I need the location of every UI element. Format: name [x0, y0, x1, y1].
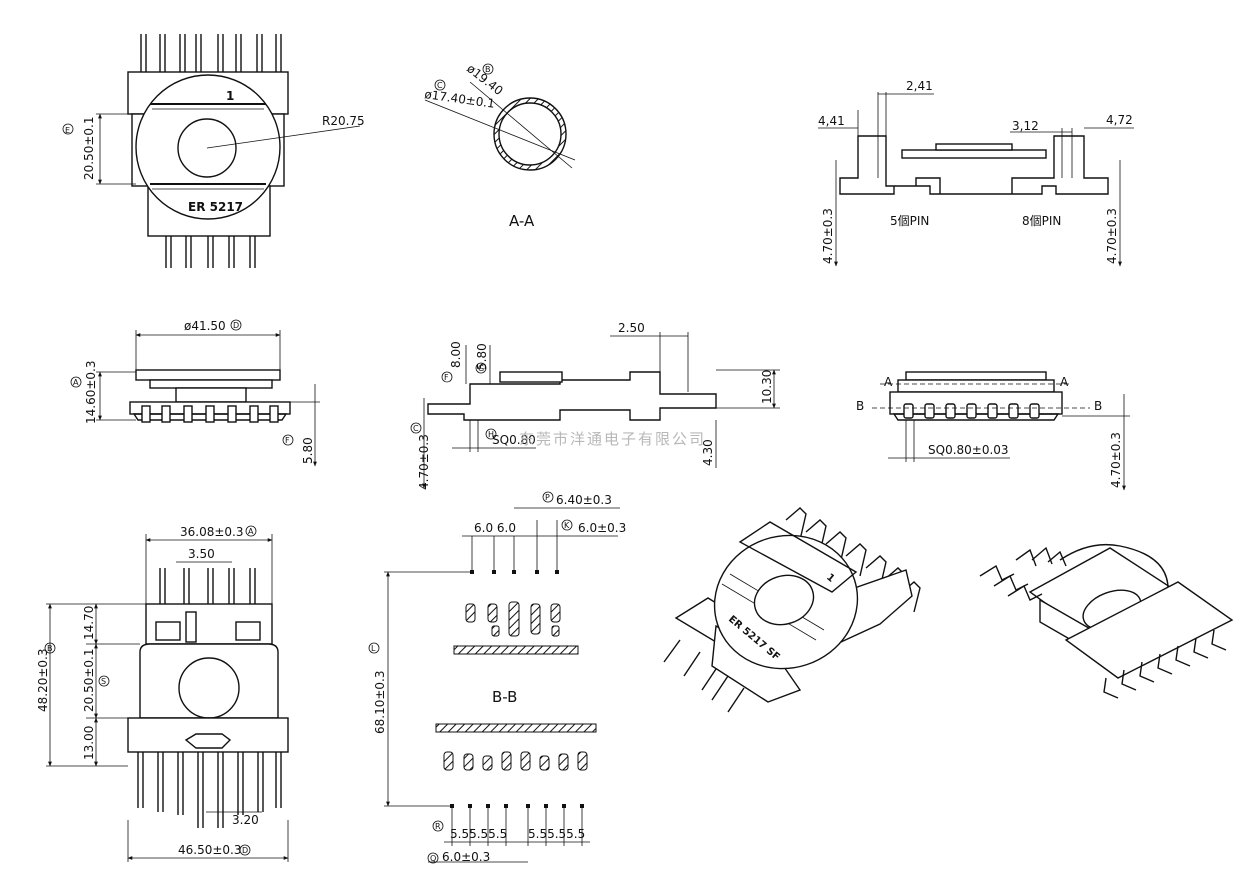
- bobbin-flange: [135, 74, 281, 220]
- top-front-view: 1 ER 5217 R20.75 20.50±0.1 E: [62, 34, 365, 268]
- pin-one-mark: 1: [226, 89, 234, 103]
- ref-bottom: Q: [430, 854, 436, 863]
- ref-bottom-pitch: R: [435, 822, 441, 831]
- iso-view-back: [979, 543, 1234, 699]
- left-pins: 5個PIN: [890, 214, 929, 228]
- inner-dia: ø17.40±0.1: [424, 87, 496, 111]
- ref-top: A: [248, 527, 254, 536]
- pin-sq: SQ0.80±0.03: [928, 443, 1009, 457]
- label-a-left: A: [884, 375, 893, 389]
- iso2-pins: [979, 546, 1227, 699]
- bl-top-pins: [159, 568, 256, 604]
- label-a-right: A: [1060, 375, 1069, 389]
- inner-width: 3.50: [188, 547, 215, 561]
- ref-inner: C: [437, 81, 443, 90]
- ref-mark: E: [65, 126, 70, 135]
- top-side-view: 4,41 2,41 3,12 4,72 4.70±0.3 4.70±0.3 5個…: [818, 79, 1134, 267]
- ref-a: F: [444, 373, 449, 382]
- bottom-offset: 3.20: [232, 813, 259, 827]
- bb-top-dots: [470, 570, 559, 574]
- section-bb-title: B-B: [492, 688, 517, 706]
- bb-total-height: 68.10±0.3: [373, 671, 387, 735]
- ref-middle: S: [101, 677, 106, 686]
- dim-top-right: 6.0±0.3: [578, 521, 626, 535]
- bottom-pins: [165, 236, 256, 268]
- label-b-right: B: [1094, 399, 1102, 413]
- top-pins: [140, 34, 282, 72]
- ref-height: B: [47, 644, 53, 653]
- mid-left-view: ø41.50 D 14.60±0.3 A 5.80 F: [70, 319, 320, 467]
- mid-right-pins: [903, 403, 1040, 419]
- iso-view-front: ER 5217 SF 1: [663, 507, 921, 713]
- dim-right: 10.30: [760, 370, 774, 404]
- ref-bottom: D: [242, 846, 248, 855]
- bb-top-pads: [465, 601, 561, 637]
- right-height: 4.70±0.3: [1105, 208, 1119, 264]
- watermark: 东莞市洋通电子有限公司: [519, 430, 706, 448]
- ref-left: C: [413, 424, 419, 433]
- label-b-left: B: [856, 399, 864, 413]
- right-pins: 8個PIN: [1022, 214, 1061, 228]
- dim-left: 4.70±0.3: [417, 434, 431, 490]
- mid-right-view: A A B B SQ0.80±0.03 4.70±0.3: [856, 371, 1130, 491]
- dim-d: 4,72: [1106, 113, 1133, 127]
- pitch-top: 6.0 6.0: [474, 521, 516, 535]
- section-aa-title: A-A: [509, 212, 535, 230]
- bb-dim-bottom: 6.0±0.3: [442, 850, 490, 864]
- ref-top-mid: P: [545, 493, 550, 502]
- height-dim: 4.70±0.3: [1109, 432, 1123, 488]
- pin-sq: SQ0.80: [492, 433, 536, 447]
- ref-outer: B: [485, 65, 491, 74]
- bb-bottom-dots: [450, 804, 584, 808]
- ref-pin: F: [285, 436, 290, 445]
- dim-upper: 14.70: [82, 606, 96, 640]
- dim-c: 3,12: [1012, 119, 1039, 133]
- dim-bottom: 4.30: [701, 439, 715, 466]
- bottom-left-view: 36.08±0.3 A 3.50 14.70 20.50±0.1 13.00 4…: [36, 525, 289, 862]
- ref-top-right: K: [564, 521, 570, 530]
- ref-pin: H: [488, 430, 494, 439]
- mid-center-view: 2.50 8.00 5.80 F G 10.30 4.30 4.70±0.3 C…: [410, 321, 780, 490]
- ref-b: G: [478, 364, 484, 373]
- dim-a: 8.00: [449, 341, 463, 368]
- part-label: ER 5217: [188, 200, 243, 214]
- pitch-bottom-left: 5.55.55.5: [450, 827, 507, 841]
- dim-top-mid: 6.40±0.3: [556, 493, 612, 507]
- bottom-width: 46.50±0.3: [178, 843, 242, 857]
- width-dim: ø41.50: [184, 319, 226, 333]
- pin-dim: 5.80: [301, 437, 315, 464]
- dim-b: 2,41: [906, 79, 933, 93]
- ref-width: D: [233, 321, 239, 330]
- bb-bottom-pads: [443, 751, 588, 771]
- section-bb: 6.0 6.0 6.40±0.3 P 6.0±0.3 K B-B: [368, 491, 626, 864]
- radius-label: R20.75: [322, 114, 365, 128]
- dim-middle: 20.50±0.1: [82, 649, 96, 713]
- height-dim: 14.60±0.3: [84, 361, 98, 425]
- total-height: 48.20±0.3: [36, 649, 50, 713]
- bl-bottom-pins: [137, 752, 282, 828]
- ref-height: L: [371, 644, 376, 653]
- height-dim: 20.50±0.1: [82, 117, 96, 181]
- left-height: 4.70±0.3: [821, 208, 835, 264]
- center-hole: [177, 118, 237, 178]
- section-aa: ø19.40 ø17.40±0.1 B C A-A: [424, 61, 576, 230]
- mid-left-pins: [141, 405, 279, 423]
- dim-lower: 13.00: [82, 726, 96, 760]
- dim-a: 4,41: [818, 114, 845, 128]
- ref-height: A: [73, 378, 79, 387]
- dim-top: 2.50: [618, 321, 645, 335]
- top-width: 36.08±0.3: [180, 525, 244, 539]
- pitch-bottom-right: 5.55.55.5: [528, 827, 585, 841]
